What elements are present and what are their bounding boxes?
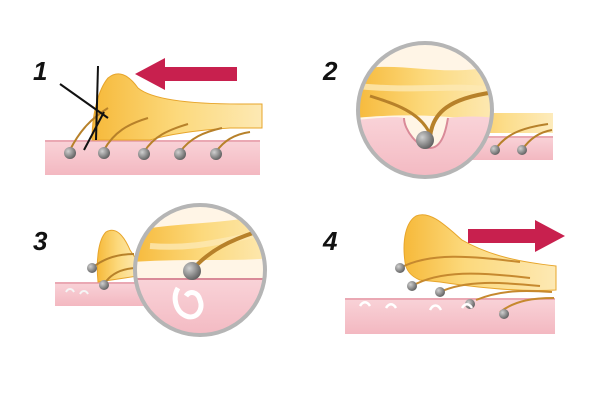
- wax-strip: [91, 73, 263, 141]
- hair-bulb: [210, 148, 222, 160]
- lens-ring: [356, 41, 494, 179]
- skin-layer: [45, 140, 260, 175]
- wax-strip: [403, 214, 557, 292]
- hair-bulb: [64, 147, 76, 159]
- arrow-left-icon: [135, 58, 237, 90]
- step-number-4: 4: [323, 226, 338, 256]
- step-number-3: 3: [33, 226, 48, 256]
- panel-1-wax-applied: [45, 58, 263, 175]
- magnifier-lens: [135, 205, 265, 335]
- panel-3-hair-root-extracted: [55, 203, 267, 337]
- lens-ring: [133, 203, 267, 337]
- magnifier-lens: [358, 43, 492, 177]
- hair-bulb: [174, 148, 186, 160]
- panel-2-magnified-wax: [356, 41, 553, 179]
- hair-bulb: [98, 147, 110, 159]
- arrow-right-icon: [468, 220, 565, 252]
- step-number-2: 2: [323, 56, 338, 86]
- panel-4-wax-removed: [345, 214, 565, 334]
- hair-bulb: [138, 148, 150, 160]
- step-number-1: 1: [33, 56, 48, 86]
